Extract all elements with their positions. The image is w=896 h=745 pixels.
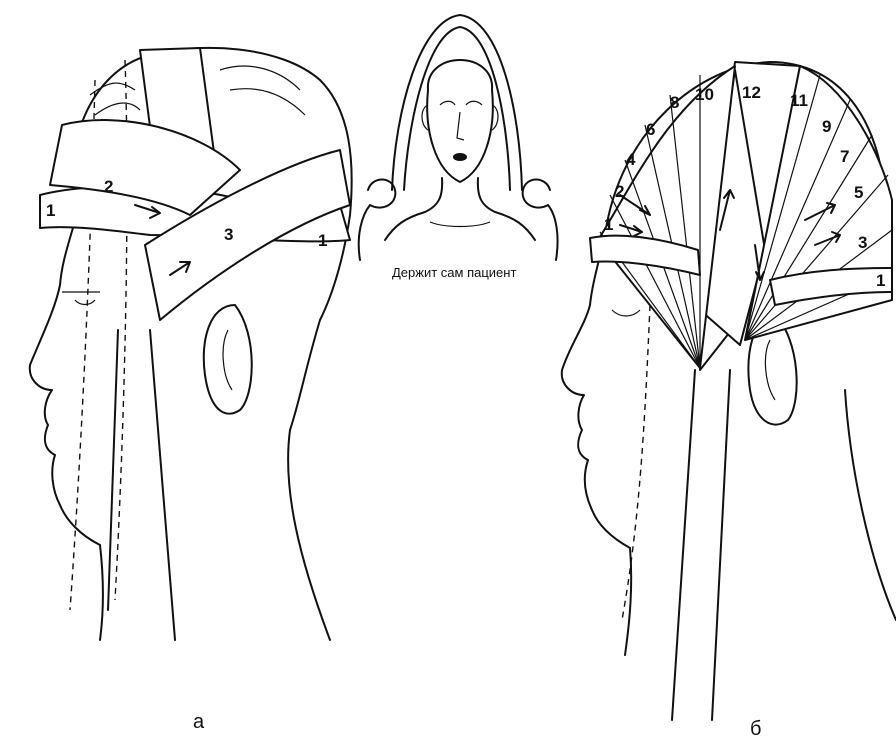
- tour-label-b-10: 10: [695, 85, 714, 104]
- tour-label-b-9: 9: [822, 117, 831, 136]
- tour-label-b-12: 12: [742, 83, 761, 102]
- tour-label-b-11: 11: [790, 91, 808, 110]
- tour-label-b-8: 8: [670, 93, 679, 112]
- tour-label-b-1: 1: [604, 215, 613, 234]
- tour-label-a-1: 1: [46, 201, 55, 220]
- tour-label-a-3: 3: [224, 225, 233, 244]
- caption-a: а: [193, 711, 205, 733]
- tour-label-b-1-end: 1: [876, 271, 885, 290]
- tour-label-b-4: 4: [626, 150, 636, 169]
- figure-b: 1 2 4 6 8 10 12 11 9 7 5 3 1 б: [562, 62, 896, 740]
- tour-label-b-5: 5: [854, 183, 863, 202]
- tour-label-b-6: 6: [646, 120, 655, 139]
- tour-label-a-2: 2: [104, 177, 113, 196]
- tour-label-b-2: 2: [615, 182, 624, 201]
- figure-a: 1 2 3 1 а: [30, 48, 352, 733]
- tour-label-b-7: 7: [840, 147, 849, 166]
- caption-b: б: [750, 718, 761, 740]
- tour-label-a-4: 1: [318, 231, 327, 250]
- tour-label-b-3: 3: [858, 233, 867, 252]
- figure-center: Держит сам пациент: [359, 15, 558, 280]
- patient-holds-note: Держит сам пациент: [392, 265, 516, 280]
